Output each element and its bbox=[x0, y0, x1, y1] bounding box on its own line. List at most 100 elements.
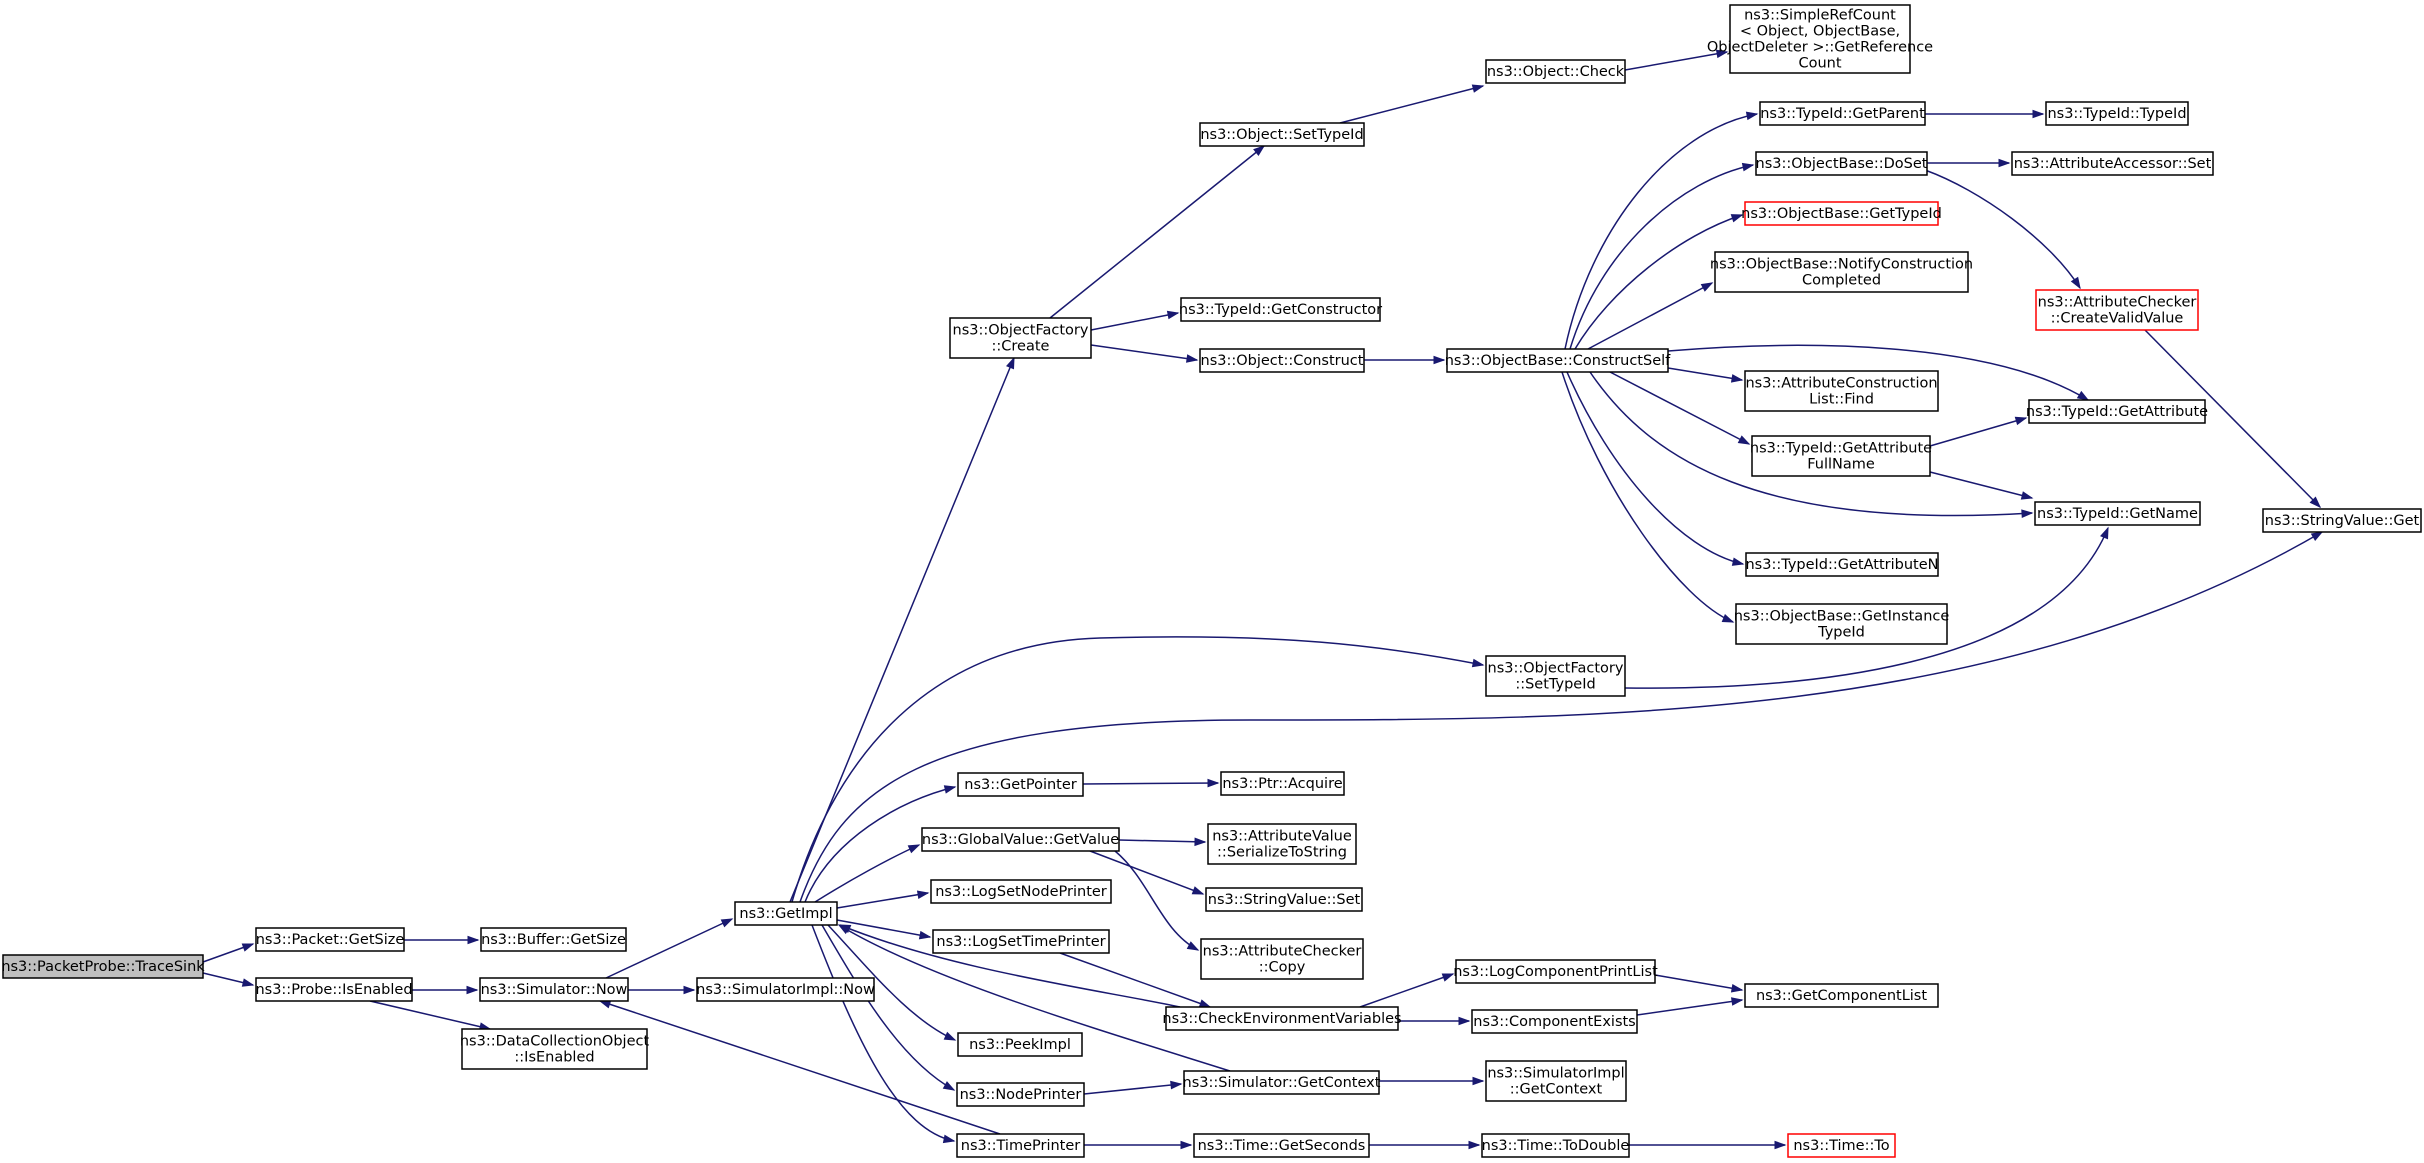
node-ob-gettypeid[interactable]: ns3::ObjectBase::GetTypeId bbox=[1741, 201, 1942, 226]
node-logsettimeprinter[interactable]: ns3::LogSetTimePrinter bbox=[932, 929, 1110, 954]
node-box[interactable] bbox=[461, 1028, 648, 1070]
node-getrefcount[interactable]: ns3::SimpleRefCount< Object, ObjectBase,… bbox=[1707, 4, 1933, 74]
node-tracesink[interactable]: ns3::PacketProbe::TraceSink bbox=[1, 954, 205, 979]
node-box[interactable] bbox=[1220, 771, 1345, 796]
node-box[interactable] bbox=[1455, 959, 1656, 984]
node-timeprinter[interactable]: ns3::TimePrinter bbox=[956, 1133, 1085, 1158]
node-box[interactable] bbox=[930, 879, 1112, 904]
node-logcompprintlist[interactable]: ns3::LogComponentPrintList bbox=[1453, 959, 1658, 984]
node-obj-settypeid[interactable]: ns3::Object::SetTypeId bbox=[1199, 122, 1365, 147]
node-box[interactable] bbox=[2045, 101, 2189, 126]
node-box[interactable] bbox=[1481, 1133, 1630, 1158]
node-box[interactable] bbox=[480, 927, 627, 952]
node-box[interactable] bbox=[1745, 552, 1939, 577]
node-av-serialize[interactable]: ns3::AttributeValue::SerializeToString bbox=[1207, 823, 1357, 865]
node-sv-get[interactable]: ns3::StringValue::Get bbox=[2262, 508, 2422, 533]
node-box[interactable] bbox=[1199, 348, 1365, 373]
node-box[interactable] bbox=[1729, 4, 1911, 74]
node-pkt-getsize[interactable]: ns3::Packet::GetSize bbox=[255, 927, 405, 952]
node-box[interactable] bbox=[956, 1082, 1085, 1107]
node-box[interactable] bbox=[1485, 1060, 1627, 1102]
node-box[interactable] bbox=[1744, 983, 1939, 1008]
node-time-todouble[interactable]: ns3::Time::ToDouble bbox=[1481, 1133, 1630, 1158]
node-box[interactable] bbox=[1200, 938, 1364, 980]
node-box[interactable] bbox=[1755, 151, 1928, 176]
node-box[interactable] bbox=[1735, 603, 1948, 645]
node-ptr-acquire[interactable]: ns3::Ptr::Acquire bbox=[1220, 771, 1345, 796]
node-box[interactable] bbox=[2035, 289, 2199, 331]
node-sim-now[interactable]: ns3::Simulator::Now bbox=[479, 977, 629, 1002]
node-box[interactable] bbox=[921, 827, 1120, 852]
node-box[interactable] bbox=[2262, 508, 2422, 533]
node-dco-isenabled[interactable]: ns3::DataCollectionObject::IsEnabled bbox=[460, 1028, 650, 1070]
node-box[interactable] bbox=[1199, 122, 1365, 147]
node-box[interactable] bbox=[1485, 59, 1626, 84]
node-box[interactable] bbox=[1759, 101, 1926, 126]
node-tid-getconstructor[interactable]: ns3::TypeId::GetConstructor bbox=[1179, 297, 1382, 322]
node-ob-doset[interactable]: ns3::ObjectBase::DoSet bbox=[1755, 151, 1928, 176]
node-box[interactable] bbox=[479, 977, 629, 1002]
node-box[interactable] bbox=[1205, 887, 1363, 912]
node-obj-construct[interactable]: ns3::Object::Construct bbox=[1199, 348, 1365, 373]
node-box[interactable] bbox=[1744, 201, 1939, 226]
node-box[interactable] bbox=[1165, 1006, 1399, 1031]
node-ac-createvalid[interactable]: ns3::AttributeChecker::CreateValidValue bbox=[2035, 289, 2199, 331]
node-time-to[interactable]: ns3::Time::To bbox=[1787, 1133, 1896, 1158]
node-box[interactable] bbox=[1787, 1133, 1896, 1158]
node-box[interactable] bbox=[1193, 1133, 1370, 1158]
node-peekimpl[interactable]: ns3::PeekImpl bbox=[957, 1032, 1083, 1057]
node-of-settypeid[interactable]: ns3::ObjectFactory::SetTypeId bbox=[1485, 655, 1626, 697]
node-box[interactable] bbox=[2011, 151, 2214, 176]
node-box[interactable] bbox=[956, 1133, 1085, 1158]
node-box[interactable] bbox=[957, 772, 1084, 797]
node-simimpl-now[interactable]: ns3::SimulatorImpl::Now bbox=[696, 977, 875, 1002]
node-checkenv[interactable]: ns3::CheckEnvironmentVariables bbox=[1162, 1006, 1402, 1031]
node-sim-getcontext[interactable]: ns3::Simulator::GetContext bbox=[1183, 1070, 1381, 1095]
node-box[interactable] bbox=[1714, 251, 1969, 293]
node-box[interactable] bbox=[932, 929, 1110, 954]
node-getimpl[interactable]: ns3::GetImpl bbox=[734, 901, 838, 926]
node-tid-typeid[interactable]: ns3::TypeId::TypeId bbox=[2045, 101, 2189, 126]
node-box[interactable] bbox=[2028, 399, 2206, 424]
node-gv-getvalue[interactable]: ns3::GlobalValue::GetValue bbox=[921, 827, 1120, 852]
node-buf-getsize[interactable]: ns3::Buffer::GetSize bbox=[480, 927, 627, 952]
node-time-getseconds[interactable]: ns3::Time::GetSeconds bbox=[1193, 1133, 1370, 1158]
node-tid-getattrn[interactable]: ns3::TypeId::GetAttributeN bbox=[1745, 552, 1939, 577]
node-box[interactable] bbox=[1744, 370, 1939, 412]
node-sv-set[interactable]: ns3::StringValue::Set bbox=[1205, 887, 1363, 912]
node-box[interactable] bbox=[696, 977, 875, 1002]
node-ob-notify[interactable]: ns3::ObjectBase::NotifyConstructionCompl… bbox=[1710, 251, 1973, 293]
node-box[interactable] bbox=[949, 317, 1092, 359]
node-nodeprinter[interactable]: ns3::NodePrinter bbox=[956, 1082, 1085, 1107]
node-obj-check[interactable]: ns3::Object::Check bbox=[1485, 59, 1626, 84]
node-tid-getname[interactable]: ns3::TypeId::GetName bbox=[2034, 501, 2201, 526]
node-box[interactable] bbox=[255, 927, 405, 952]
node-box[interactable] bbox=[734, 901, 838, 926]
node-aa-set[interactable]: ns3::AttributeAccessor::Set bbox=[2011, 151, 2214, 176]
node-ac-copy[interactable]: ns3::AttributeChecker::Copy bbox=[1200, 938, 1364, 980]
node-simimpl-getcontext[interactable]: ns3::SimulatorImpl::GetContext bbox=[1485, 1060, 1627, 1102]
node-getcomplist[interactable]: ns3::GetComponentList bbox=[1744, 983, 1939, 1008]
node-of-create[interactable]: ns3::ObjectFactory::Create bbox=[949, 317, 1092, 359]
node-box[interactable] bbox=[1751, 435, 1931, 477]
node-tid-getattribute[interactable]: ns3::TypeId::GetAttribute bbox=[2026, 399, 2208, 424]
node-box[interactable] bbox=[1180, 297, 1381, 322]
node-tid-getparent[interactable]: ns3::TypeId::GetParent bbox=[1759, 101, 1926, 126]
node-box[interactable] bbox=[2, 954, 204, 979]
node-ob-constructself[interactable]: ns3::ObjectBase::ConstructSelf bbox=[1445, 348, 1671, 373]
node-logsetnodeprinter[interactable]: ns3::LogSetNodePrinter bbox=[930, 879, 1112, 904]
node-box[interactable] bbox=[255, 977, 413, 1002]
node-compexists[interactable]: ns3::ComponentExists bbox=[1471, 1009, 1638, 1034]
node-box[interactable] bbox=[1207, 823, 1357, 865]
node-box[interactable] bbox=[1471, 1009, 1638, 1034]
node-box[interactable] bbox=[1183, 1070, 1380, 1095]
node-probe-isenabled[interactable]: ns3::Probe::IsEnabled bbox=[255, 977, 413, 1002]
node-getpointer[interactable]: ns3::GetPointer bbox=[957, 772, 1084, 797]
node-box[interactable] bbox=[2034, 501, 2201, 526]
node-box[interactable] bbox=[957, 1032, 1083, 1057]
node-box[interactable] bbox=[1446, 348, 1669, 373]
node-box[interactable] bbox=[1485, 655, 1626, 697]
